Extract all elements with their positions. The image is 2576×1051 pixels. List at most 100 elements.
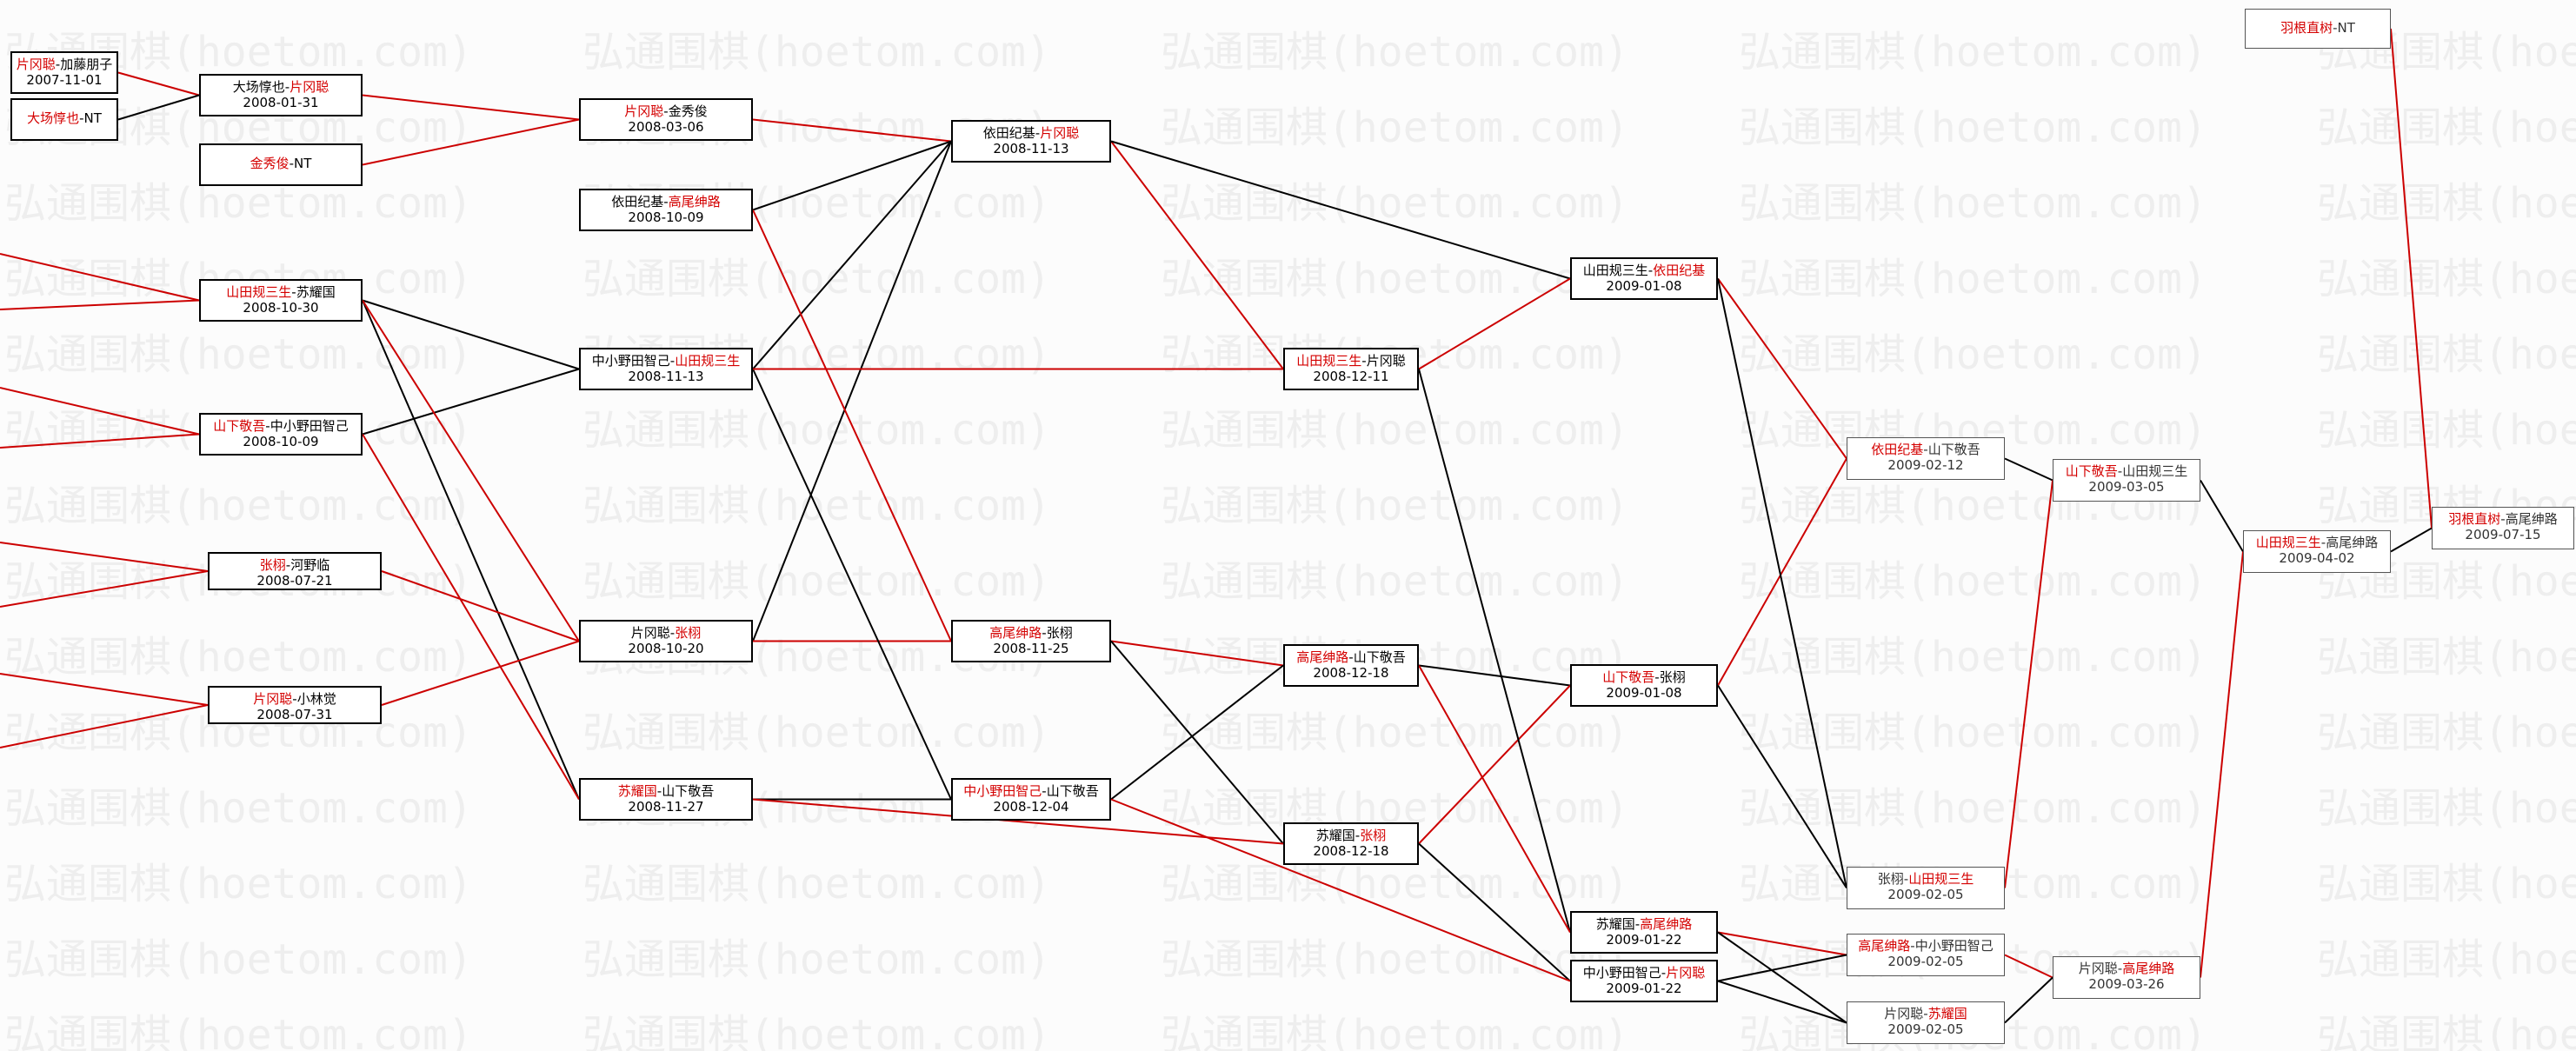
- player-1: 山田规三生: [226, 284, 292, 300]
- player-separator: -: [2333, 20, 2338, 36]
- connector-m28-m30: [2200, 479, 2244, 553]
- player-separator: -: [55, 57, 61, 72]
- match-date: 2009-04-02: [2279, 550, 2355, 566]
- player-1: 片冈聪: [2078, 961, 2118, 976]
- connector-m5-m12: [362, 299, 580, 642]
- player-1: 片冈聪: [16, 57, 56, 72]
- match-players: 片冈聪-高尾绅路: [2053, 961, 2200, 976]
- match-date: 2008-10-30: [243, 300, 319, 316]
- player-2: 山下敬吾: [1927, 442, 1980, 457]
- connector-m12-m14: [752, 141, 952, 642]
- match-players: 中小野田智己-山下敬吾: [953, 783, 1109, 799]
- player-separator: -: [1923, 1006, 1928, 1021]
- player-separator: -: [2117, 463, 2123, 479]
- player-1: 山下敬吾: [213, 418, 266, 434]
- match-players: 高尾绅路-张栩: [953, 625, 1109, 641]
- match-players: 苏耀国-高尾绅路: [1572, 916, 1716, 932]
- connector-m1-m3: [117, 71, 200, 96]
- match-date: 2008-11-13: [628, 369, 704, 384]
- player-2: NT: [83, 110, 102, 126]
- match-date: 2008-12-18: [1313, 843, 1389, 859]
- match-players: 高尾绅路-山下敬吾: [1285, 649, 1417, 665]
- player-separator: -: [1923, 442, 1928, 457]
- player-separator: -: [292, 691, 297, 707]
- player-2: 高尾绅路: [2122, 961, 2175, 976]
- player-separator: -: [289, 156, 295, 171]
- player-2: 加藤朋子: [60, 57, 113, 72]
- player-1: 金秀俊: [250, 156, 290, 171]
- match-players: 羽根直树-NT: [2246, 20, 2390, 36]
- connector-m24-m28: [2004, 457, 2053, 482]
- match-date: 2008-07-21: [256, 573, 333, 589]
- player-2: 山下敬吾: [1353, 649, 1406, 665]
- player-1: 片冈聪: [253, 691, 293, 707]
- player-separator: -: [1042, 625, 1047, 641]
- player-1: 苏耀国: [1595, 916, 1635, 932]
- connector-m22-m26: [1717, 931, 1847, 956]
- connector-offscreen-m7-4: [0, 542, 209, 572]
- player-1: 苏耀国: [1315, 828, 1355, 843]
- player-2: 片冈聪: [1040, 125, 1080, 141]
- player-separator: -: [285, 557, 291, 573]
- connector-m22-m27: [1717, 931, 1847, 1024]
- connector-m19-m23: [1418, 842, 1571, 982]
- player-2: 小林觉: [296, 691, 336, 707]
- connector-m21-m25: [1717, 684, 1847, 889]
- connector-m19-m21: [1418, 684, 1571, 845]
- connector-m30-m32: [2390, 527, 2433, 553]
- player-separator: -: [1654, 669, 1660, 685]
- connector-m5-m13: [362, 300, 580, 800]
- player-separator: -: [2117, 961, 2123, 976]
- player-2: 山田规三生: [675, 353, 741, 369]
- match-date: 2008-12-11: [1313, 369, 1389, 384]
- match-players: 片冈聪-苏耀国: [1847, 1006, 2004, 1021]
- match-box-m31[interactable]: 羽根直树-NT: [2245, 9, 2391, 49]
- match-players: 山下敬吾-山田规三生: [2053, 463, 2200, 479]
- player-2: 片冈聪: [290, 79, 329, 95]
- match-players: 依田纪基-山下敬吾: [1847, 442, 2004, 457]
- match-players: 张栩-河野临: [210, 557, 380, 573]
- player-separator: -: [291, 284, 296, 300]
- player-1: 中小野田智己: [963, 783, 1042, 799]
- player-2: 张栩: [1360, 828, 1387, 843]
- player-1: 依田纪基: [611, 194, 664, 210]
- match-box-m4[interactable]: 金秀俊-NT: [199, 143, 363, 186]
- match-box-m2[interactable]: 大场惇也-NT: [10, 98, 118, 141]
- match-players: 中小野田智己-片冈聪: [1572, 965, 1716, 981]
- player-1: 山田规三生: [2255, 535, 2321, 550]
- player-separator: -: [1035, 125, 1041, 141]
- player-2: 金秀俊: [668, 103, 708, 119]
- player-separator: -: [2500, 511, 2506, 527]
- player-2: 依田纪基: [1653, 263, 1706, 278]
